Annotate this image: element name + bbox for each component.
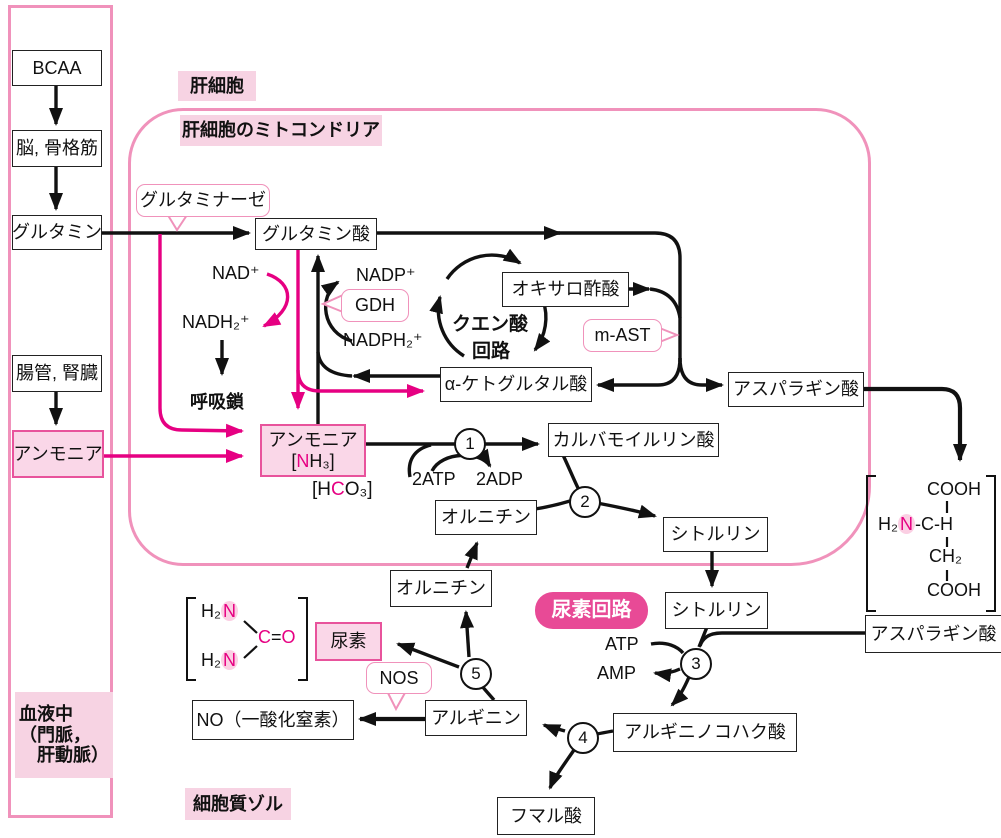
urea-structure-co: C=O xyxy=(258,627,296,647)
cytosol-label: 細胞質ゾル xyxy=(185,788,291,820)
glutaminase-bubble: グルタミナーゼ xyxy=(136,184,270,217)
aspartate-structure-bracket-right xyxy=(986,475,996,612)
citric-cycle-text-2: 回路 xyxy=(472,341,511,362)
step-5-circle: 5 xyxy=(460,658,492,690)
aspartate-top-box: アスパラギン酸 xyxy=(728,372,864,407)
glutamine-box: グルタミン xyxy=(12,215,102,250)
aspartate-structure-ch2: CH₂ xyxy=(929,546,962,566)
urea-structure-bracket-left xyxy=(186,597,196,681)
amp-text: AMP xyxy=(597,663,637,683)
aspartate-structure-bracket-left xyxy=(866,475,876,612)
intestine-kidney-box: 腸管, 腎臓 xyxy=(12,355,102,392)
citrulline-cyto-box: シトルリン xyxy=(665,592,768,629)
urea-box: 尿素 xyxy=(315,622,382,661)
glutamate-box: グルタミン酸 xyxy=(255,218,377,250)
blood-region-outline xyxy=(8,5,113,818)
gdh-bubble: GDH xyxy=(341,289,409,322)
mitochondria-label: 肝細胞のミトコンドリア xyxy=(180,115,382,146)
2adp-text: 2ADP xyxy=(476,469,524,489)
alpha-ketoglutarate-box: α-ケトグルタル酸 xyxy=(440,367,592,402)
argininosuccinate-box: アルギニノコハク酸 xyxy=(613,713,797,752)
aspartate-structure-cooh-top: COOH xyxy=(927,479,981,499)
urea-structure-bracket-right xyxy=(298,597,308,681)
oxaloacetate-box: オキサロ酢酸 xyxy=(502,272,629,307)
hepatocyte-label: 肝細胞 xyxy=(178,71,256,101)
citrulline-mito-box: シトルリン xyxy=(663,517,768,552)
m-ast-bubble: m-AST xyxy=(583,319,662,352)
nadp-text: NADP⁺ xyxy=(356,265,416,285)
nad-text: NAD⁺ xyxy=(212,263,260,283)
2atp-text: 2ATP xyxy=(412,469,456,489)
ornithine-cyto-box: オルニチン xyxy=(390,570,492,607)
step-1-circle: 1 xyxy=(454,428,486,460)
step-2-circle: 2 xyxy=(569,486,601,518)
nadph2-text: NADPH₂⁺ xyxy=(343,330,423,350)
nos-bubble: NOS xyxy=(366,662,432,694)
respiratory-chain-text: 呼吸鎖 xyxy=(190,392,244,412)
arginine-box: アルギニン xyxy=(425,700,527,736)
carbamoyl-phosphate-box: カルバモイルリン酸 xyxy=(548,423,719,457)
urea-cycle-badge: 尿素回路 xyxy=(535,592,648,629)
bcaa-box: BCAA xyxy=(12,50,102,86)
mitochondria-outline xyxy=(128,108,871,566)
ammonia-mito-box: アンモニア [NH₃] xyxy=(260,424,366,477)
hco3-text: [HCO₃] xyxy=(312,479,373,500)
aspartate-structure-cooh-bottom: COOH xyxy=(927,580,981,600)
nadh2-text: NADH₂⁺ xyxy=(182,312,250,332)
step-3-circle: 3 xyxy=(680,648,712,680)
citric-cycle-text-1: クエン酸 xyxy=(452,314,529,335)
fumarate-box: フマル酸 xyxy=(497,797,595,835)
aspartate-bottom-box: アスパラギン酸 xyxy=(865,615,1001,653)
step-4-circle: 4 xyxy=(567,722,599,754)
nitric-oxide-box: NO（一酸化窒素） xyxy=(192,700,354,740)
atp-text: ATP xyxy=(605,634,639,654)
brain-muscle-box: 脳, 骨格筋 xyxy=(12,130,102,167)
ornithine-mito-box: オルニチン xyxy=(435,500,537,535)
blood-region-label: 血液中 （門脈， 肝動脈） xyxy=(15,692,113,778)
ammonia-blood-box: アンモニア xyxy=(12,430,104,478)
